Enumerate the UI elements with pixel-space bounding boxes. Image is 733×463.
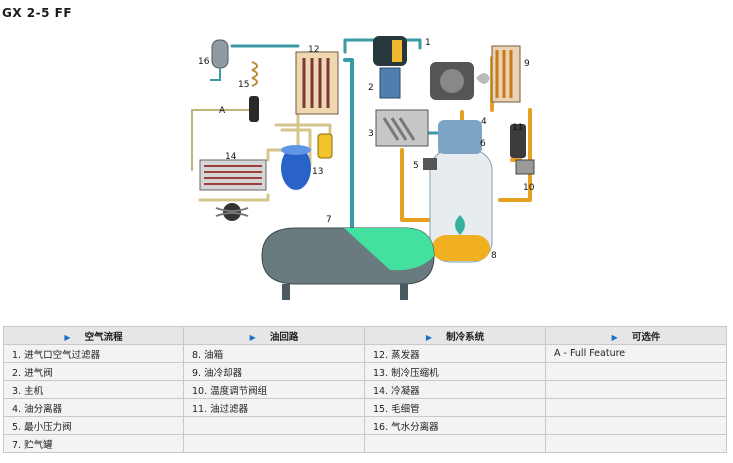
- table-cell: 4. 油分离器: [3, 398, 184, 417]
- intake-air-filter: [373, 36, 407, 66]
- table-cell: [183, 434, 365, 453]
- header-refrigeration: ▶制冷系统: [364, 326, 546, 345]
- number-label: 13: [312, 167, 323, 177]
- number-label: 6: [480, 139, 486, 149]
- component-numbers: 1 2 3 4 5 6 7 8 9 10 11 12 13 14 15 16 A: [198, 38, 535, 261]
- table-cell: 14. 冷凝器: [364, 380, 546, 399]
- number-label: 10: [523, 183, 535, 193]
- number-label: 9: [524, 59, 530, 69]
- table-cell: 9. 油冷却器: [183, 362, 365, 381]
- number-label: 2: [368, 83, 374, 93]
- table-cell: [545, 380, 727, 399]
- legend-header-row: ▶空气流程 ▶油回路 ▶制冷系统 ▶可选件: [3, 326, 727, 345]
- header-oil-circuit: ▶油回路: [183, 326, 365, 345]
- table-cell: 2. 进气阀: [3, 362, 184, 381]
- oil-filter: [510, 124, 526, 158]
- triangle-right-icon: ▶: [249, 332, 256, 342]
- number-label: 3: [368, 129, 374, 139]
- table-cell: [183, 416, 365, 435]
- table-cell: [364, 434, 546, 453]
- capillary-tube: [249, 61, 259, 122]
- drive-motor: [430, 62, 474, 100]
- table-row: 1. 进气口空气过滤器 8. 油箱 12. 蒸发器 A - Full Featu…: [3, 344, 727, 363]
- air-receiver: [261, 227, 435, 300]
- option-label: A: [219, 106, 226, 116]
- oil-line: [498, 108, 532, 202]
- table-row: 7. 贮气罐: [3, 434, 727, 453]
- table-cell: 8. 油箱: [183, 344, 365, 363]
- refrigerant-line: [191, 109, 259, 171]
- table-cell: [545, 362, 727, 381]
- table-cell: 1. 进气口空气过滤器: [3, 344, 184, 363]
- table-cell: [545, 416, 727, 435]
- table-cell: 3. 主机: [3, 380, 184, 399]
- airend: [375, 109, 429, 147]
- condenser: [199, 159, 267, 191]
- table-cell: 11. 油过滤器: [183, 398, 365, 417]
- table-cell: [545, 398, 727, 417]
- number-label: 5: [413, 161, 419, 171]
- table-cell: 16. 气水分离器: [364, 416, 546, 435]
- table-cell: 12. 蒸发器: [364, 344, 546, 363]
- table-row: 3. 主机 10. 温度调节阀组 14. 冷凝器: [3, 380, 727, 399]
- oil-separator-tank: [429, 120, 493, 263]
- table-row: 5. 最小压力阀 16. 气水分离器: [3, 416, 727, 435]
- gas-water-separator: [210, 39, 229, 81]
- triangle-right-icon: ▶: [611, 332, 618, 342]
- header-options: ▶可选件: [545, 326, 727, 345]
- number-label: 14: [225, 152, 237, 162]
- cooler-fan: [476, 73, 490, 84]
- header-air-flow: ▶空气流程: [3, 326, 184, 345]
- page-title: GX 2-5 FF: [2, 6, 73, 20]
- number-label: 12: [308, 45, 319, 55]
- triangle-right-icon: ▶: [64, 332, 71, 342]
- table-cell: 5. 最小压力阀: [3, 416, 184, 435]
- number-label: 16: [198, 57, 210, 67]
- number-label: 11: [512, 123, 523, 133]
- triangle-right-icon: ▶: [425, 332, 433, 342]
- minimum-pressure-valve: [423, 158, 437, 170]
- table-cell: A - Full Feature: [545, 344, 727, 363]
- condenser-fan: [215, 203, 249, 221]
- table-cell: 7. 贮气罐: [3, 434, 184, 453]
- air-line: [343, 58, 354, 234]
- thermostatic-valve: [515, 159, 535, 175]
- number-label: 4: [481, 117, 487, 127]
- oil-cooler: [491, 45, 521, 103]
- refrigerant-line: [280, 128, 312, 167]
- oil-line: [400, 148, 432, 222]
- table-cell: 10. 温度调节阀组: [183, 380, 365, 399]
- number-label: 1: [425, 38, 431, 48]
- number-label: 7: [326, 215, 332, 225]
- table-cell: 13. 制冷压缩机: [364, 362, 546, 381]
- table-cell: 15. 毛细管: [364, 398, 546, 417]
- table-row: 4. 油分离器 11. 油过滤器 15. 毛细管: [3, 398, 727, 417]
- table-row: 2. 进气阀 9. 油冷却器 13. 制冷压缩机: [3, 362, 727, 381]
- component-legend-table: ▶空气流程 ▶油回路 ▶制冷系统 ▶可选件 1. 进气口空气过滤器 8. 油箱 …: [3, 326, 727, 453]
- refrigerant-line: [198, 193, 270, 202]
- intake-valve: [379, 67, 401, 99]
- number-label: 15: [238, 80, 249, 90]
- filter-drier: [317, 133, 333, 159]
- number-label: 8: [491, 251, 497, 261]
- evaporator: [295, 51, 339, 115]
- compressor-flow-diagram: 1 2 3 4 5 6 7 8 9 10 11 12 13 14 15 16 A: [191, 36, 535, 300]
- refrigeration-compressor: [281, 145, 311, 190]
- table-cell: [545, 434, 727, 453]
